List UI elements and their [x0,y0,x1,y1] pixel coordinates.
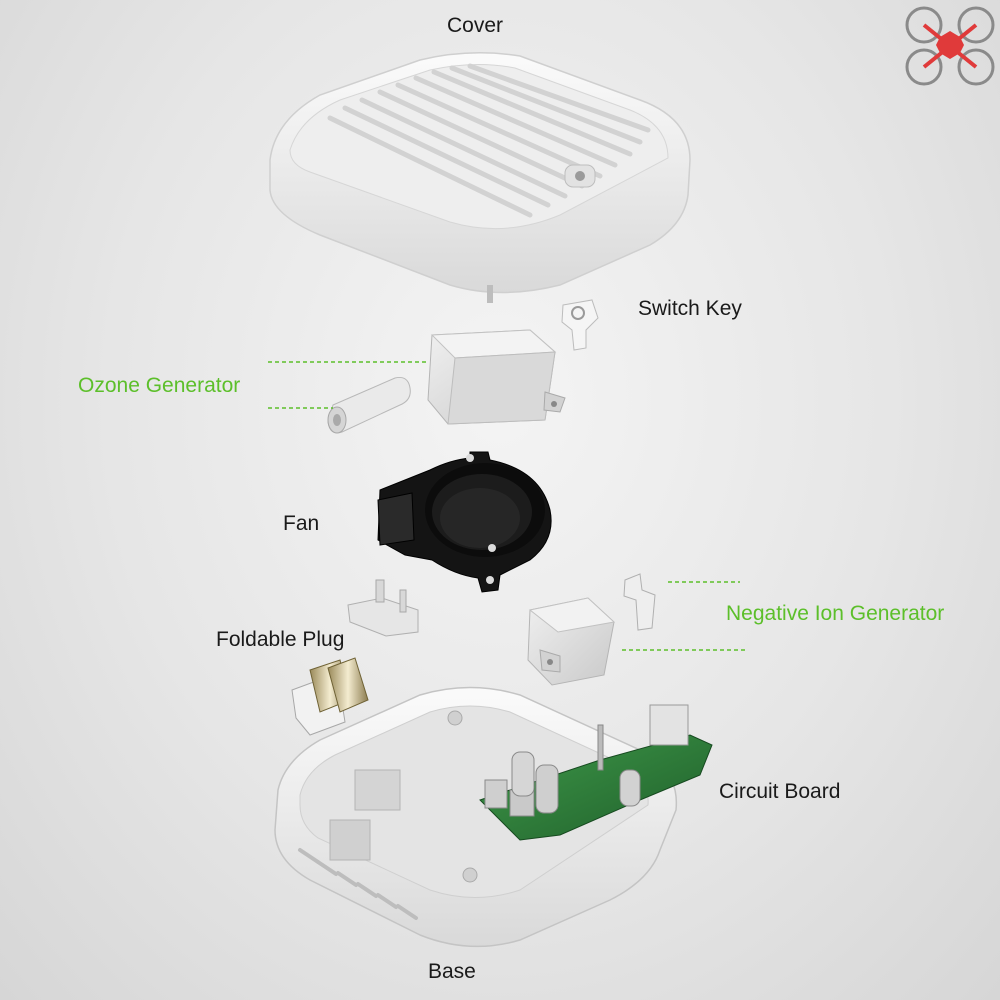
circuit-board-label: Circuit Board [719,780,841,803]
switch-key-part [561,299,599,351]
leader-lines [268,361,746,651]
negative-ion-generator-label: Negative Ion Generator [726,602,945,625]
drone-logo-icon [905,6,995,86]
base-label: Base [428,960,476,983]
cover-label: Cover [447,14,504,37]
fan-label: Fan [283,512,320,535]
foldable-plug-part [291,579,419,736]
negative-ion-generator-part [527,573,656,686]
cover-part [269,52,691,303]
cover-vent-slots [327,63,651,218]
ozone-generator-label: Ozone Generator [78,374,241,397]
foldable-plug-label: Foldable Plug [216,628,345,651]
base-part [274,686,678,948]
circuit-board-part [479,704,713,841]
base-vent-slots [298,848,418,920]
switch-key-label: Switch Key [638,297,742,320]
fan-part [377,451,552,593]
ozone-generator-part [327,329,566,434]
